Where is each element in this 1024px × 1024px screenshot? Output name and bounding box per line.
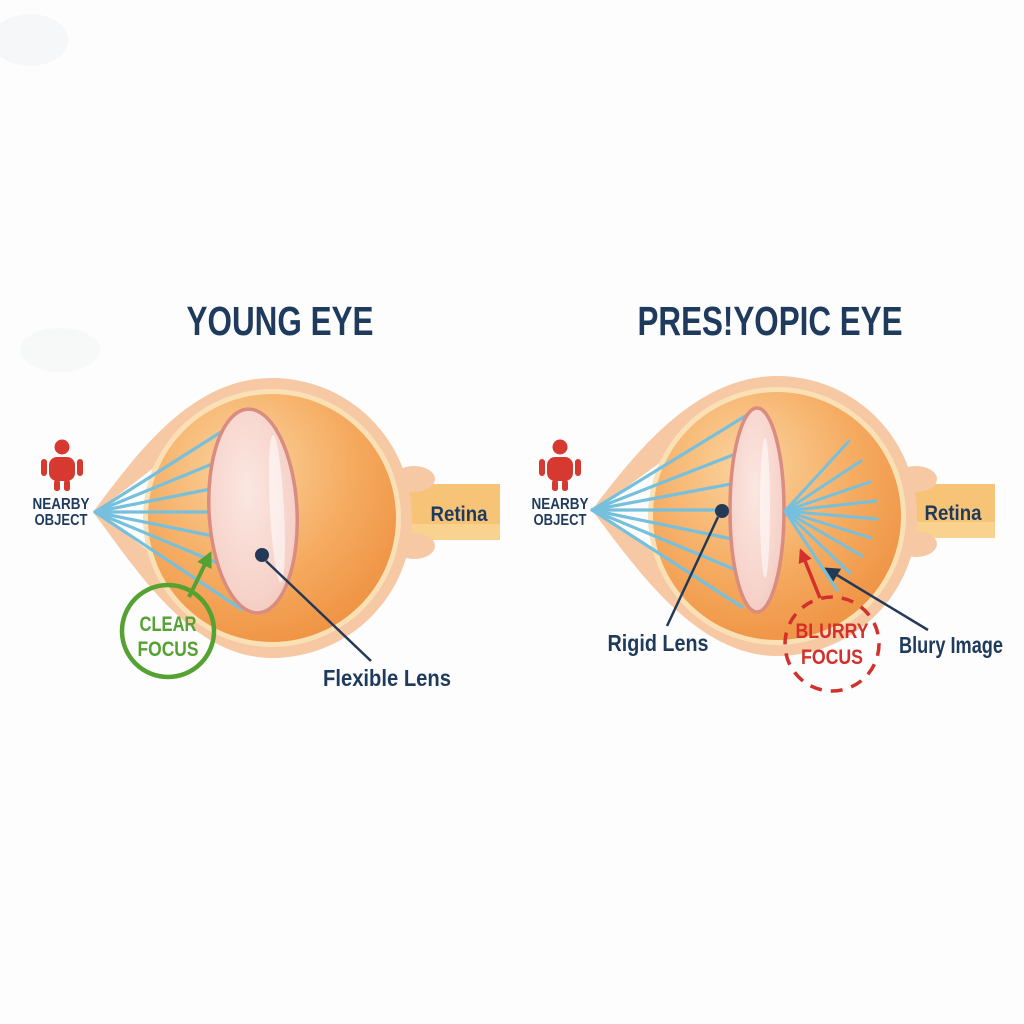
clear-focus-circle xyxy=(119,582,217,680)
nearby-object-label-line2: OBJECT xyxy=(534,512,587,529)
person-icon xyxy=(539,439,581,491)
blurry-focus-arrow xyxy=(798,548,822,599)
presbyopic-eye-panel: PRES!YOPIC EYE xyxy=(532,298,1003,693)
retina-band-lower-tint xyxy=(408,524,500,540)
flexible-lens-label: Flexible Lens xyxy=(323,665,451,691)
lens-highlight xyxy=(268,434,285,583)
lens-highlight xyxy=(760,438,770,578)
clear-focus-label-line1: CLEAR xyxy=(140,613,197,636)
blury-image-label: Blury Image xyxy=(899,632,1003,658)
nearby-object-label-line1: NEARBY xyxy=(532,496,589,513)
rigid-lens-label: Rigid Lens xyxy=(608,630,709,656)
blurry-focus-label-line2: FOCUS xyxy=(801,646,863,669)
background-smudge xyxy=(0,14,68,66)
lens-callout-line xyxy=(665,516,720,627)
retina-label: Retina xyxy=(431,503,488,526)
person-icon xyxy=(41,439,83,491)
light-rays-scattering xyxy=(783,439,879,592)
blurry-focus-label-line1: BLURRY xyxy=(796,620,869,643)
background-smudge xyxy=(20,328,100,372)
young-eye-panel: YOUNG EYE Flexible Lens xyxy=(33,298,500,691)
retina-label: Retina xyxy=(925,502,982,525)
presbyopic-eye-title: PRES!YOPIC EYE xyxy=(638,298,903,344)
nearby-object-label-line2: OBJECT xyxy=(35,512,88,529)
nearby-object-label-line1: NEARBY xyxy=(33,496,90,513)
lens-callout-dot xyxy=(715,504,729,518)
clear-focus-label-line2: FOCUS xyxy=(138,638,199,661)
lens-callout-dot xyxy=(255,548,269,562)
young-eye-title: YOUNG EYE xyxy=(187,298,374,344)
blurry-focus-circle xyxy=(783,595,881,693)
rigid-lens xyxy=(728,406,786,614)
blury-image-arrow xyxy=(824,567,929,632)
lens-callout-line xyxy=(265,560,372,662)
